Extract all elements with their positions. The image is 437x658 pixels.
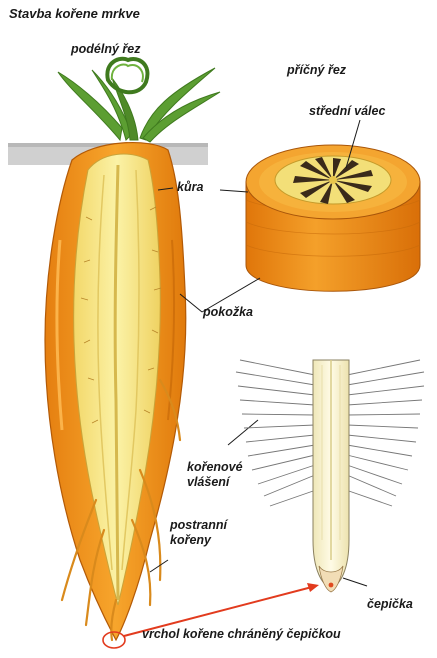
label-root-cap: čepička <box>367 597 413 611</box>
label-epidermis: pokožka <box>203 305 253 319</box>
carrot-cross-section-illustration <box>220 120 420 291</box>
label-lateral-roots: postranní kořeny <box>170 518 227 548</box>
root-tip-illustration <box>236 360 424 592</box>
label-cross-section: příčný řez <box>287 63 346 77</box>
diagram-title: Stavba kořene mrkve <box>9 6 140 21</box>
carrot-leaves <box>58 59 220 142</box>
label-longitudinal-section: podélný řez <box>71 42 140 56</box>
label-cortex: kůra <box>177 180 203 194</box>
label-root-hairs: kořenové vlášení <box>187 460 243 490</box>
label-root-tip: vrchol kořene chráněný čepičkou <box>142 627 341 641</box>
label-stele: střední válec <box>309 104 385 118</box>
